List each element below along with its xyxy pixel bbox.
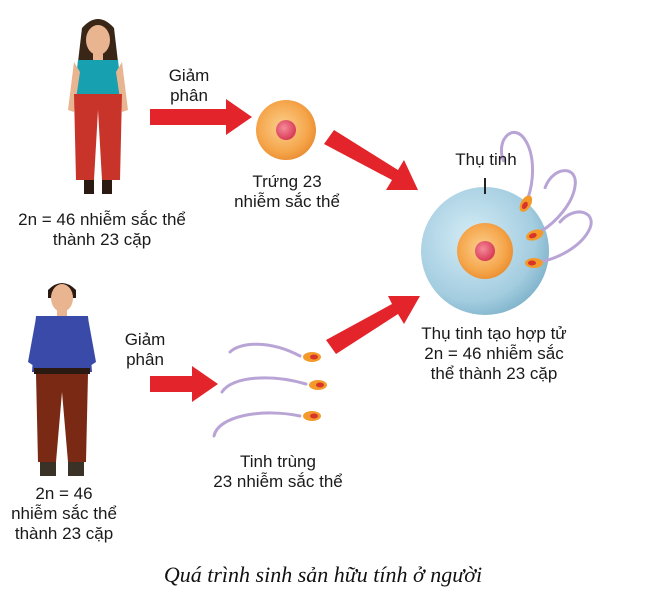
egg-label: Trứng 23 nhiễm sắc thể bbox=[234, 172, 340, 211]
fertilization-label: Thụ tinh bbox=[455, 150, 517, 169]
female-meiosis-label: Giảm phân bbox=[168, 66, 210, 105]
sperm-cells bbox=[212, 342, 327, 438]
arrow-meiosis-female bbox=[150, 99, 252, 135]
male-meiosis-label: Giảm phân bbox=[124, 330, 166, 369]
female-chromosome-label: 2n = 46 nhiễm sắc thể thành 23 cặp bbox=[18, 210, 186, 249]
zygote-label: Thụ tinh tạo hợp tử 2n = 46 nhiễm sắc th… bbox=[421, 324, 567, 383]
arrow-egg-to-zygote bbox=[324, 130, 418, 190]
figure-caption: Quá trình sinh sản hữu tính ở người bbox=[163, 562, 483, 587]
woman-figure bbox=[68, 19, 128, 194]
arrow-sperm-to-zygote bbox=[326, 296, 420, 354]
man-figure bbox=[28, 283, 96, 476]
male-chromosome-label: 2n = 46 nhiễm sắc thể thành 23 cặp bbox=[11, 484, 117, 543]
zygote-cell bbox=[421, 178, 549, 315]
egg-cell bbox=[256, 100, 316, 160]
arrow-meiosis-male bbox=[150, 366, 218, 402]
sperm-label: Tinh trùng 23 nhiễm sắc thể bbox=[213, 452, 343, 491]
